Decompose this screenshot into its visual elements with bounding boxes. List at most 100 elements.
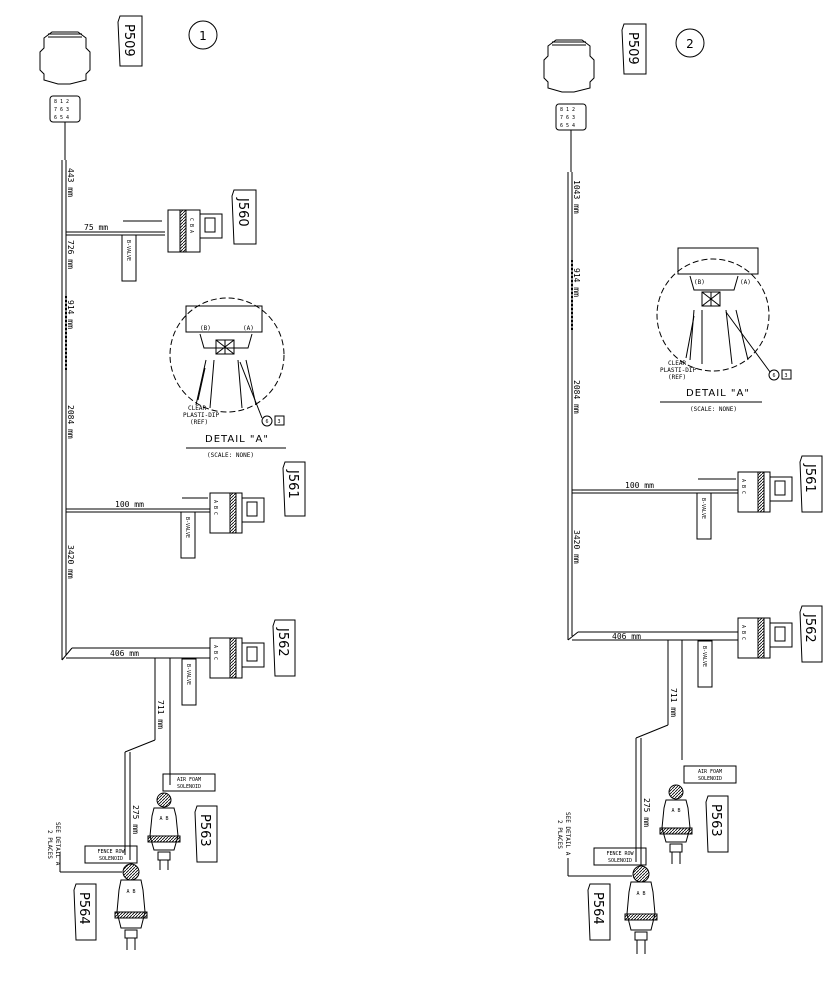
svg-text:6: 6: [265, 419, 268, 425]
svg-text:(B): (B): [694, 279, 705, 286]
svg-text:711 mm: 711 mm: [669, 688, 678, 717]
seg-2084-2: 2084 mm: [572, 380, 581, 414]
branch-j561-2: 100 mm B-VALVE A B C: [572, 471, 793, 540]
svg-text:7 6 3: 7 6 3: [54, 107, 69, 113]
svg-text:P564: P564: [590, 892, 605, 925]
svg-text:B-VALVE: B-VALVE: [125, 240, 131, 261]
svg-text:A B: A B: [126, 889, 135, 895]
svg-text:J561: J561: [285, 469, 300, 499]
see-detail-1: SEE DETAIL A 2 PLACES: [46, 822, 61, 866]
svg-text:A B C: A B C: [212, 500, 218, 515]
svg-text:P563: P563: [708, 804, 723, 837]
svg-text:2 PLACES: 2 PLACES: [556, 820, 563, 849]
p564-tag-2: P564: [587, 883, 611, 941]
svg-text:275 mm: 275 mm: [131, 805, 140, 834]
lower-branches-1: 711 mm 275 mm: [124, 658, 171, 860]
p509-connector-1: 8 1 2 7 6 3 6 5 4: [39, 31, 91, 123]
diagram-2: 2 8 1 2 7 6 3 6 5 4 P509 1043 mm 914 mm …: [543, 23, 823, 954]
main-trunk-2: [567, 130, 579, 641]
svg-text:C B A: C B A: [188, 218, 194, 233]
svg-text:SOLENOID: SOLENOID: [608, 858, 632, 864]
diagram-number-1: 1: [188, 20, 218, 50]
branch-j562-1: 406 mm B-VALVE A B C: [66, 637, 265, 706]
diagram-1: 1 8 1 2 7 6 3 6 5 4 P509 443 mm 726 mm 9…: [39, 15, 306, 950]
svg-text:B-VALVE: B-VALVE: [701, 646, 707, 667]
svg-text:P509: P509: [625, 32, 640, 65]
svg-text:PLASTI-DIP: PLASTI-DIP: [183, 412, 220, 419]
svg-text:SEE DETAIL A: SEE DETAIL A: [564, 812, 571, 856]
svg-text:(SCALE: NONE): (SCALE: NONE): [690, 406, 737, 413]
svg-text:(A): (A): [740, 279, 751, 286]
svg-text:(A): (A): [243, 325, 254, 332]
svg-text:(SCALE: NONE): (SCALE: NONE): [207, 452, 254, 459]
svg-text:PLASTI-DIP: PLASTI-DIP: [660, 367, 697, 374]
svg-text:FENCE ROW: FENCE ROW: [606, 851, 634, 857]
svg-text:406 mm: 406 mm: [612, 632, 641, 641]
see-detail-2: SEE DETAIL A 2 PLACES: [556, 812, 571, 856]
svg-text:3: 3: [784, 373, 787, 379]
fence-row-solenoid-2: FENCE ROW SOLENOID A B: [567, 847, 658, 954]
air-foam-solenoid-2: AIR FOAM SOLENOID A B: [659, 765, 737, 864]
detail-a-1: (B) (A) CLEAR PLASTI-DIP (REF) 6 3 DETAI…: [169, 297, 286, 459]
seg-3420: 3420 mm: [66, 545, 75, 579]
svg-text:(B): (B): [200, 325, 211, 332]
svg-text:A B C: A B C: [212, 645, 218, 660]
branch-j560: 75 mm B-VALVE C B A: [66, 209, 223, 282]
branch-j561-1: 100 mm B-VALVE A B C: [66, 492, 265, 559]
seg-914: 914 mm: [66, 300, 75, 329]
svg-text:6 5 4: 6 5 4: [54, 115, 69, 121]
svg-text:(REF): (REF): [190, 419, 208, 426]
main-trunk-1: [61, 122, 73, 661]
svg-text:B-VALVE: B-VALVE: [700, 498, 706, 519]
seg-914-2: 914 mm: [572, 268, 581, 297]
svg-text:DETAIL "A": DETAIL "A": [205, 434, 269, 445]
svg-text:B-VALVE: B-VALVE: [184, 517, 190, 538]
detail-a-2: (B) (A) CLEAR PLASTI-DIP (REF) 6 3 DETAI…: [656, 247, 792, 413]
svg-text:P564: P564: [76, 892, 91, 925]
svg-text:A B: A B: [159, 816, 168, 822]
j560-tag: J560: [231, 189, 257, 245]
svg-text:3: 3: [277, 419, 280, 425]
svg-text:A B C: A B C: [740, 479, 746, 494]
svg-text:B-VALVE: B-VALVE: [185, 664, 191, 685]
svg-text:2: 2: [686, 37, 694, 51]
svg-text:DETAIL "A": DETAIL "A": [686, 388, 750, 399]
svg-text:FENCE ROW: FENCE ROW: [97, 849, 125, 855]
svg-text:(REF): (REF): [668, 374, 686, 381]
p563-tag-2: P563: [705, 795, 729, 853]
air-foam-solenoid-1: AIR FOAM SOLENOID A B: [147, 773, 216, 870]
svg-text:A B: A B: [671, 808, 680, 814]
fence-row-solenoid-1: FENCE ROW SOLENOID A B: [59, 845, 148, 950]
svg-text:CLEAR: CLEAR: [188, 405, 206, 412]
svg-text:8 1 2: 8 1 2: [54, 99, 69, 105]
svg-text:100 mm: 100 mm: [115, 500, 144, 509]
svg-text:AIR FOAM: AIR FOAM: [698, 769, 722, 775]
svg-text:SEE DETAIL A: SEE DETAIL A: [54, 822, 61, 866]
svg-text:J560: J560: [235, 197, 250, 227]
j562-tag-1: J562: [272, 619, 296, 677]
j561-tag-2: J561: [799, 455, 823, 513]
diagram-number-2: 2: [675, 28, 705, 58]
svg-text:P563: P563: [197, 814, 212, 847]
svg-text:A B: A B: [636, 891, 645, 897]
p564-tag-1: P564: [73, 883, 97, 941]
seg-726: 726 mm: [66, 240, 75, 269]
svg-text:J561: J561: [802, 463, 817, 493]
svg-text:P509: P509: [121, 24, 136, 57]
svg-text:SOLENOID: SOLENOID: [177, 784, 201, 790]
seg-1043: 1043 mm: [572, 180, 581, 214]
svg-text:1: 1: [199, 29, 207, 43]
svg-text:J562: J562: [802, 613, 817, 643]
j562-tag-2: J562: [799, 605, 823, 663]
branch-j562-2: 406 mm B-VALVE A B C: [572, 617, 793, 688]
svg-text:711 mm: 711 mm: [156, 700, 165, 729]
lower-branches-2: 711 mm 275 mm: [635, 640, 683, 866]
svg-text:406 mm: 406 mm: [110, 649, 139, 658]
svg-text:AIR FOAM: AIR FOAM: [177, 777, 201, 783]
seg-3420-2: 3420 mm: [572, 530, 581, 564]
svg-text:J562: J562: [275, 627, 290, 657]
svg-text:A B C: A B C: [740, 625, 746, 640]
svg-text:SOLENOID: SOLENOID: [99, 856, 123, 862]
p563-tag-1: P563: [194, 805, 218, 863]
